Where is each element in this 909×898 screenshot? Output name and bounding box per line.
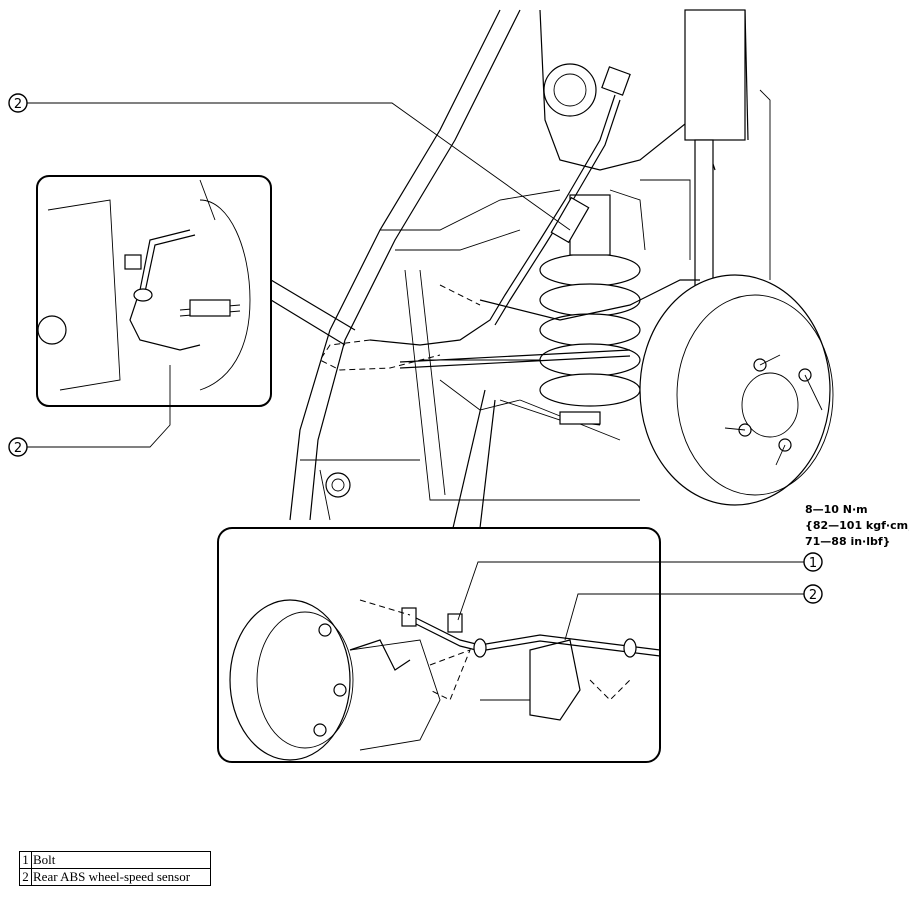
callout-bottom-inset-1: 1 xyxy=(457,552,823,621)
callout-inset-left-bottom: 2 xyxy=(8,365,171,457)
torque-spec-line-1: 8—10 N·m xyxy=(805,503,868,516)
table-row: 1 Bolt xyxy=(19,851,211,869)
table-row: 2 Rear ABS wheel-speed sensor xyxy=(19,868,211,886)
legend-number: 1 xyxy=(19,851,32,869)
shock-absorber xyxy=(684,9,746,301)
callout-bottom-inset-2: 2 xyxy=(564,584,823,641)
torque-spec-line-2: {82—101 kgf·cm, xyxy=(805,519,909,532)
callout-top-left: 2 xyxy=(8,93,571,231)
frame-bolt xyxy=(325,472,351,498)
brake-drum xyxy=(639,274,834,506)
parts-legend-table: 1 Bolt 2 Rear ABS wheel-speed sensor xyxy=(19,851,211,886)
parking-brake-cable xyxy=(399,349,631,426)
sensor-cable xyxy=(319,66,700,371)
legend-label: Rear ABS wheel-speed sensor xyxy=(31,868,211,886)
legend-label: Bolt xyxy=(31,851,211,869)
vehicle-body xyxy=(289,9,771,521)
svg-text:1: 1 xyxy=(809,556,817,571)
legend-number: 2 xyxy=(19,868,32,886)
inset-panel-upper-left xyxy=(36,175,356,407)
svg-text:2: 2 xyxy=(809,588,817,603)
torque-spec: 8—10 N·m {82—101 kgf·cm, 71—88 in·lbf} xyxy=(805,502,909,550)
svg-text:2: 2 xyxy=(14,441,22,456)
svg-text:2: 2 xyxy=(14,97,22,112)
inset-panel-bottom xyxy=(217,389,661,763)
body-grommet xyxy=(543,63,597,117)
torque-spec-line-3: 71—88 in·lbf} xyxy=(805,535,891,548)
